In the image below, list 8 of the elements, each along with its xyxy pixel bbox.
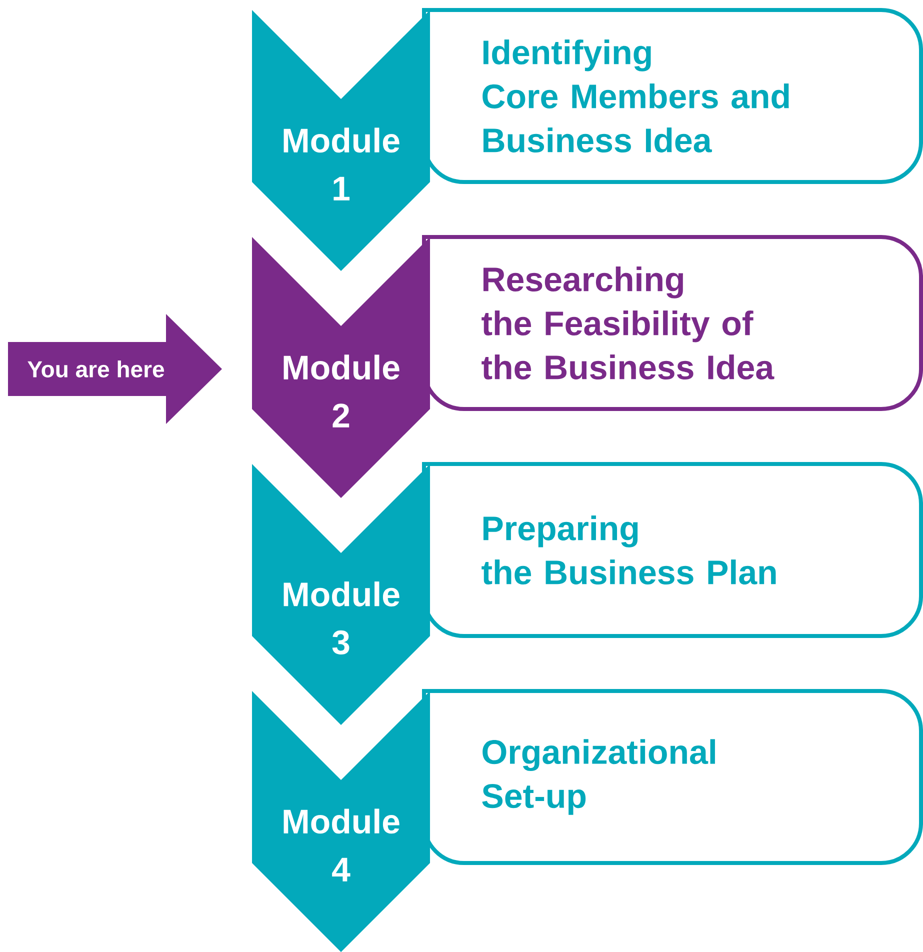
step-box: Preparing the Business Plan (422, 462, 923, 638)
module-tab: Module 3 (252, 464, 430, 725)
step-box: Identifying Core Members and Business Idea (422, 8, 923, 184)
step-box: Organizational Set-up (422, 689, 923, 865)
step-box: Researching the Feasibility of the Business Idea (422, 235, 923, 411)
module-tab: Module 1 (252, 10, 430, 271)
module-tab: Module 4 (252, 691, 430, 952)
module-tab: Module 2 (252, 237, 430, 498)
